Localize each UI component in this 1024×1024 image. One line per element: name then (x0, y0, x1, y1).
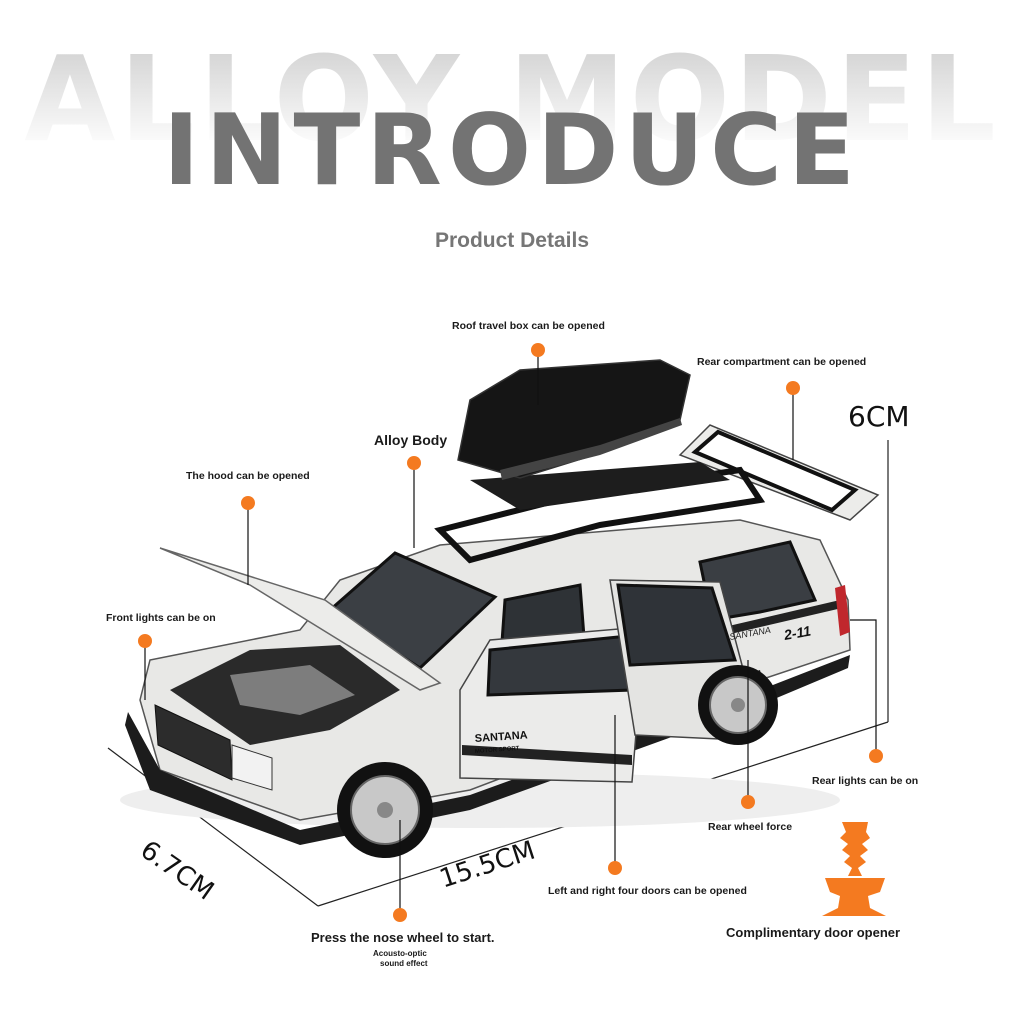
car-badge: 2-11 (782, 622, 813, 643)
callout-acousto-line2: sound effect (380, 959, 428, 968)
callout-front-lights: Front lights can be on (106, 612, 216, 624)
callout-nose-wheel: Press the nose wheel to start. (311, 930, 495, 945)
callout-rear-compartment: Rear compartment can be opened (697, 356, 867, 368)
callout-alloy-body: Alloy Body (374, 432, 448, 448)
callout-roof-box: Roof travel box can be opened (452, 320, 605, 332)
background-title: ALLOY MODEL (0, 40, 1024, 158)
car-model (125, 359, 880, 858)
page-title: INTRODUCE (163, 94, 861, 208)
callout-doors: Left and right four doors can be opened (548, 885, 747, 897)
dimension-height: 6CM (848, 400, 910, 433)
car-brand-logo: SANTANA (474, 729, 528, 745)
callout-leaders (144, 352, 877, 913)
callout-acousto-line1: Acousto-optic (373, 949, 427, 958)
callout-rear-lights: Rear lights can be on (812, 775, 919, 787)
car-brand-subtext: MOTOR SPORT (475, 746, 520, 755)
callout-hood: The hood can be opened (186, 470, 310, 482)
callout-door-opener: Complimentary door opener (726, 925, 901, 940)
callout-rear-wheel: Rear wheel force (708, 821, 793, 833)
door-opener-icon (822, 822, 886, 916)
callout-dots (138, 343, 883, 922)
page-subtitle: Product Details (434, 229, 590, 252)
